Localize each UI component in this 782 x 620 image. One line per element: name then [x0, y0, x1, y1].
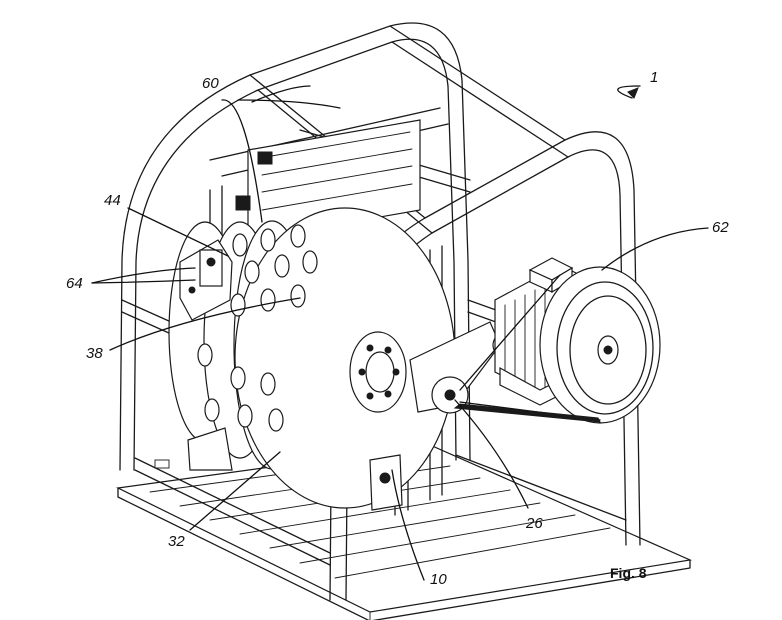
leader-60 [251, 85, 311, 103]
leader-32 [189, 451, 281, 531]
bore-holes [197, 224, 318, 432]
leader-44 [127, 207, 229, 257]
leader-1 [617, 85, 641, 99]
leader-10 [391, 469, 425, 581]
side-bracket [179, 239, 233, 321]
label-bore: 38 [86, 345, 103, 362]
label-assembly: 1 [650, 69, 658, 86]
leader-lines [91, 85, 709, 581]
leader-64b [91, 279, 196, 284]
figure-caption: Fig. 8 [610, 565, 647, 581]
label-top-cylinder: 60 [202, 75, 219, 92]
leader-38 [109, 297, 301, 351]
top-cylinder [235, 119, 421, 241]
label-rotor-disc: 32 [168, 533, 185, 550]
large-pulley [453, 266, 661, 424]
label-side-mount: 64 [66, 275, 83, 292]
label-motor-pulley: 62 [712, 219, 729, 236]
leader-62 [601, 227, 709, 271]
label-drive-shaft: 26 [525, 515, 543, 532]
leader-26 [454, 399, 529, 509]
label-bracket: 44 [104, 192, 121, 209]
leader-60c [237, 99, 341, 109]
leader-60b [221, 99, 263, 223]
leader-64a [91, 267, 196, 284]
label-housing: 10 [430, 571, 447, 588]
